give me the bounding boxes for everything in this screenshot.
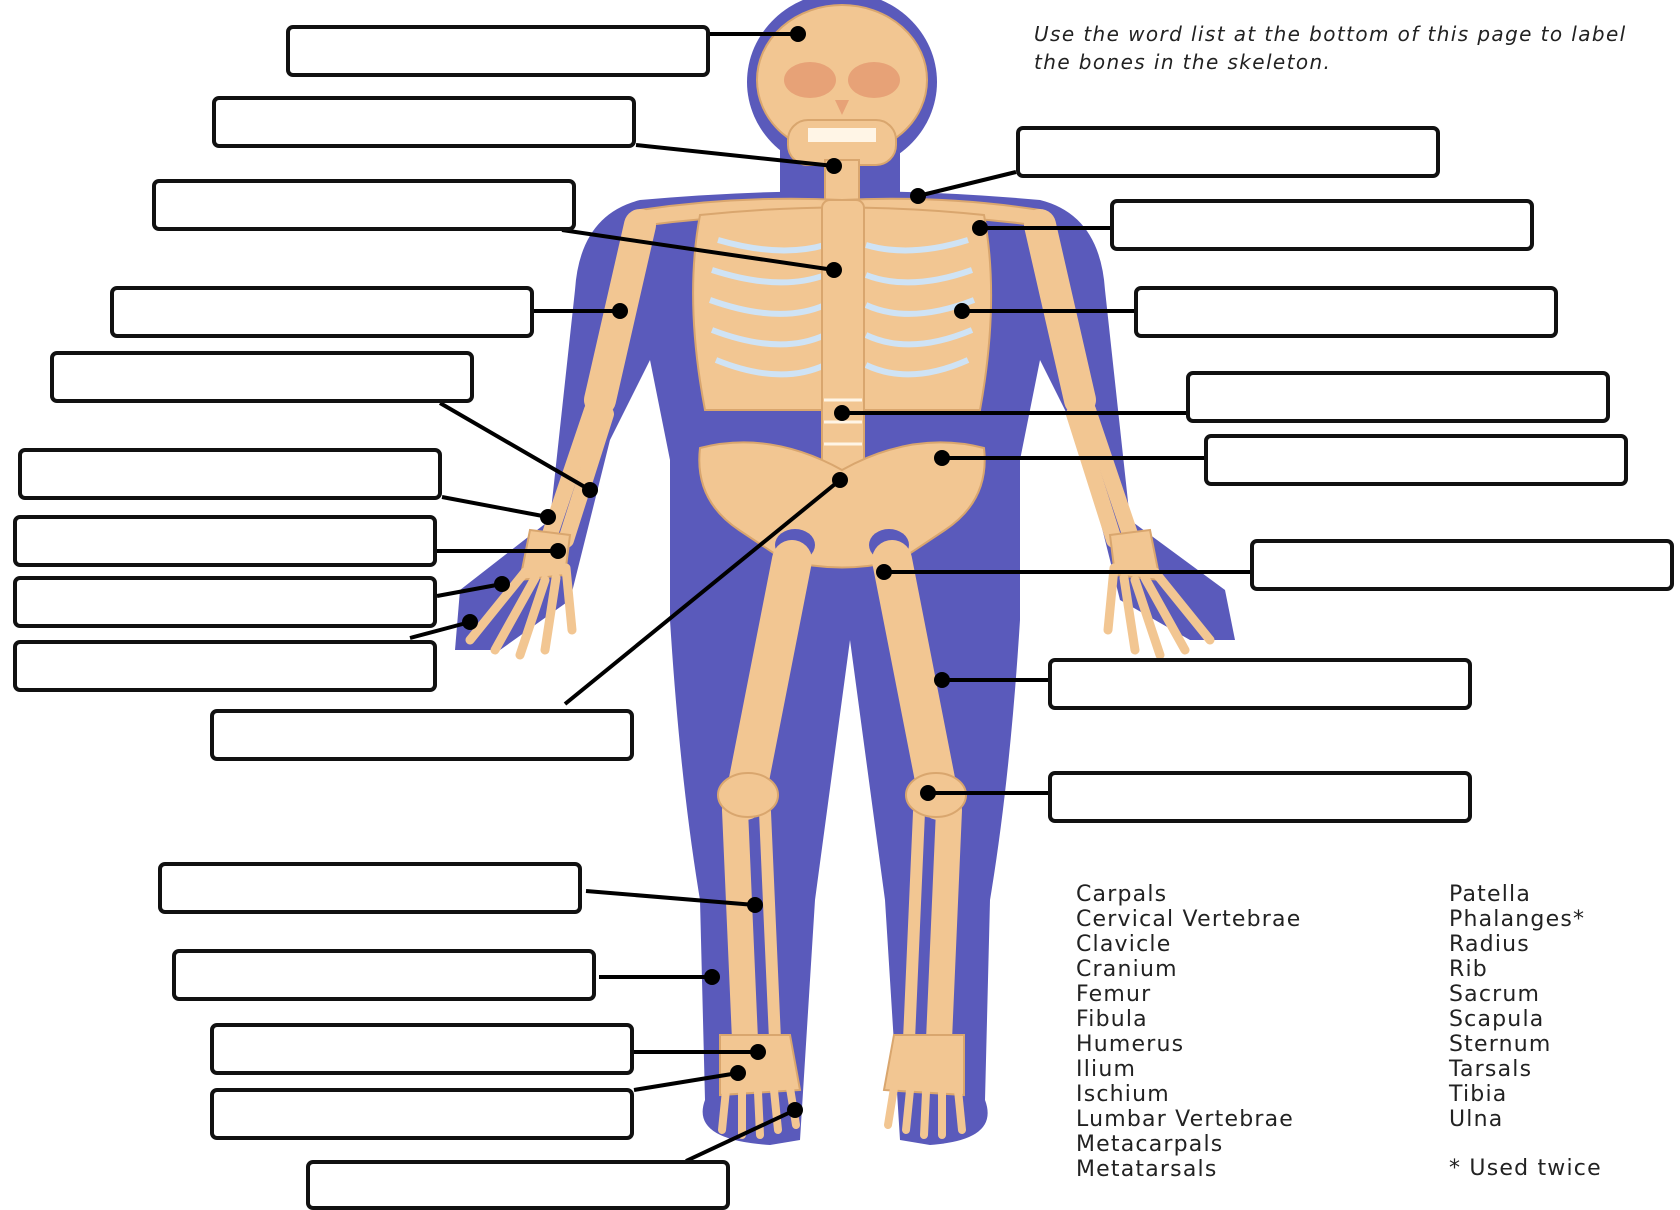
- word-item: Metacarpals: [1076, 1132, 1301, 1157]
- word-list-column-1: Carpals Cervical Vertebrae Clavicle Cran…: [1076, 882, 1301, 1182]
- label-box-ilium[interactable]: [1204, 434, 1628, 486]
- word-item: Carpals: [1076, 882, 1301, 907]
- label-box-radius[interactable]: [50, 351, 474, 403]
- label-box-cranium[interactable]: [286, 25, 710, 77]
- label-box-tibia[interactable]: [158, 862, 582, 914]
- label-box-femur[interactable]: [1048, 658, 1472, 710]
- word-item: Tarsals: [1449, 1057, 1585, 1082]
- feet: [720, 1035, 964, 1095]
- word-item: Femur: [1076, 982, 1301, 1007]
- word-item: Fibula: [1076, 1007, 1301, 1032]
- label-box-rib[interactable]: [1134, 286, 1558, 338]
- label-box-patella[interactable]: [1048, 771, 1472, 823]
- word-item: Tibia: [1449, 1082, 1585, 1107]
- word-item: Radius: [1449, 932, 1585, 957]
- label-box-carpals[interactable]: [13, 515, 437, 567]
- label-box-phalanges-hand[interactable]: [13, 640, 437, 692]
- label-box-lumbar-vertebrae[interactable]: [1186, 371, 1610, 423]
- word-item: Patella: [1449, 882, 1585, 907]
- label-box-tarsals[interactable]: [210, 1023, 634, 1075]
- label-box-cervical-vertebrae[interactable]: [212, 96, 636, 148]
- word-item: Clavicle: [1076, 932, 1301, 957]
- word-item: Cranium: [1076, 957, 1301, 982]
- instructions-text: Use the word list at the bottom of this …: [1034, 20, 1634, 76]
- spine: [822, 200, 864, 475]
- word-item: Phalanges*: [1449, 907, 1585, 932]
- label-box-scapula[interactable]: [1110, 199, 1534, 251]
- label-box-sacrum[interactable]: [210, 709, 634, 761]
- label-box-metatarsals[interactable]: [210, 1088, 634, 1140]
- word-item: Ischium: [1076, 1082, 1301, 1107]
- label-box-metacarpals[interactable]: [13, 576, 437, 628]
- label-box-ischium[interactable]: [1250, 539, 1674, 591]
- footnote: * Used twice: [1449, 1156, 1602, 1181]
- word-item: Sacrum: [1449, 982, 1585, 1007]
- word-item: Lumbar Vertebrae: [1076, 1107, 1301, 1132]
- label-box-humerus[interactable]: [110, 286, 534, 338]
- word-list-column-2: Patella Phalanges* Radius Rib Sacrum Sca…: [1449, 882, 1585, 1132]
- label-box-fibula[interactable]: [172, 949, 596, 1001]
- label-box-ulna[interactable]: [18, 448, 442, 500]
- label-box-clavicle[interactable]: [1016, 126, 1440, 178]
- word-item: Rib: [1449, 957, 1585, 982]
- label-box-phalanges-foot[interactable]: [306, 1160, 730, 1210]
- label-box-sternum[interactable]: [152, 179, 576, 231]
- word-item: Cervical Vertebrae: [1076, 907, 1301, 932]
- word-item: Ulna: [1449, 1107, 1585, 1132]
- word-item: Scapula: [1449, 1007, 1585, 1032]
- word-item: Ilium: [1076, 1057, 1301, 1082]
- word-item: Humerus: [1076, 1032, 1301, 1057]
- word-item: Metatarsals: [1076, 1157, 1301, 1182]
- word-item: Sternum: [1449, 1032, 1585, 1057]
